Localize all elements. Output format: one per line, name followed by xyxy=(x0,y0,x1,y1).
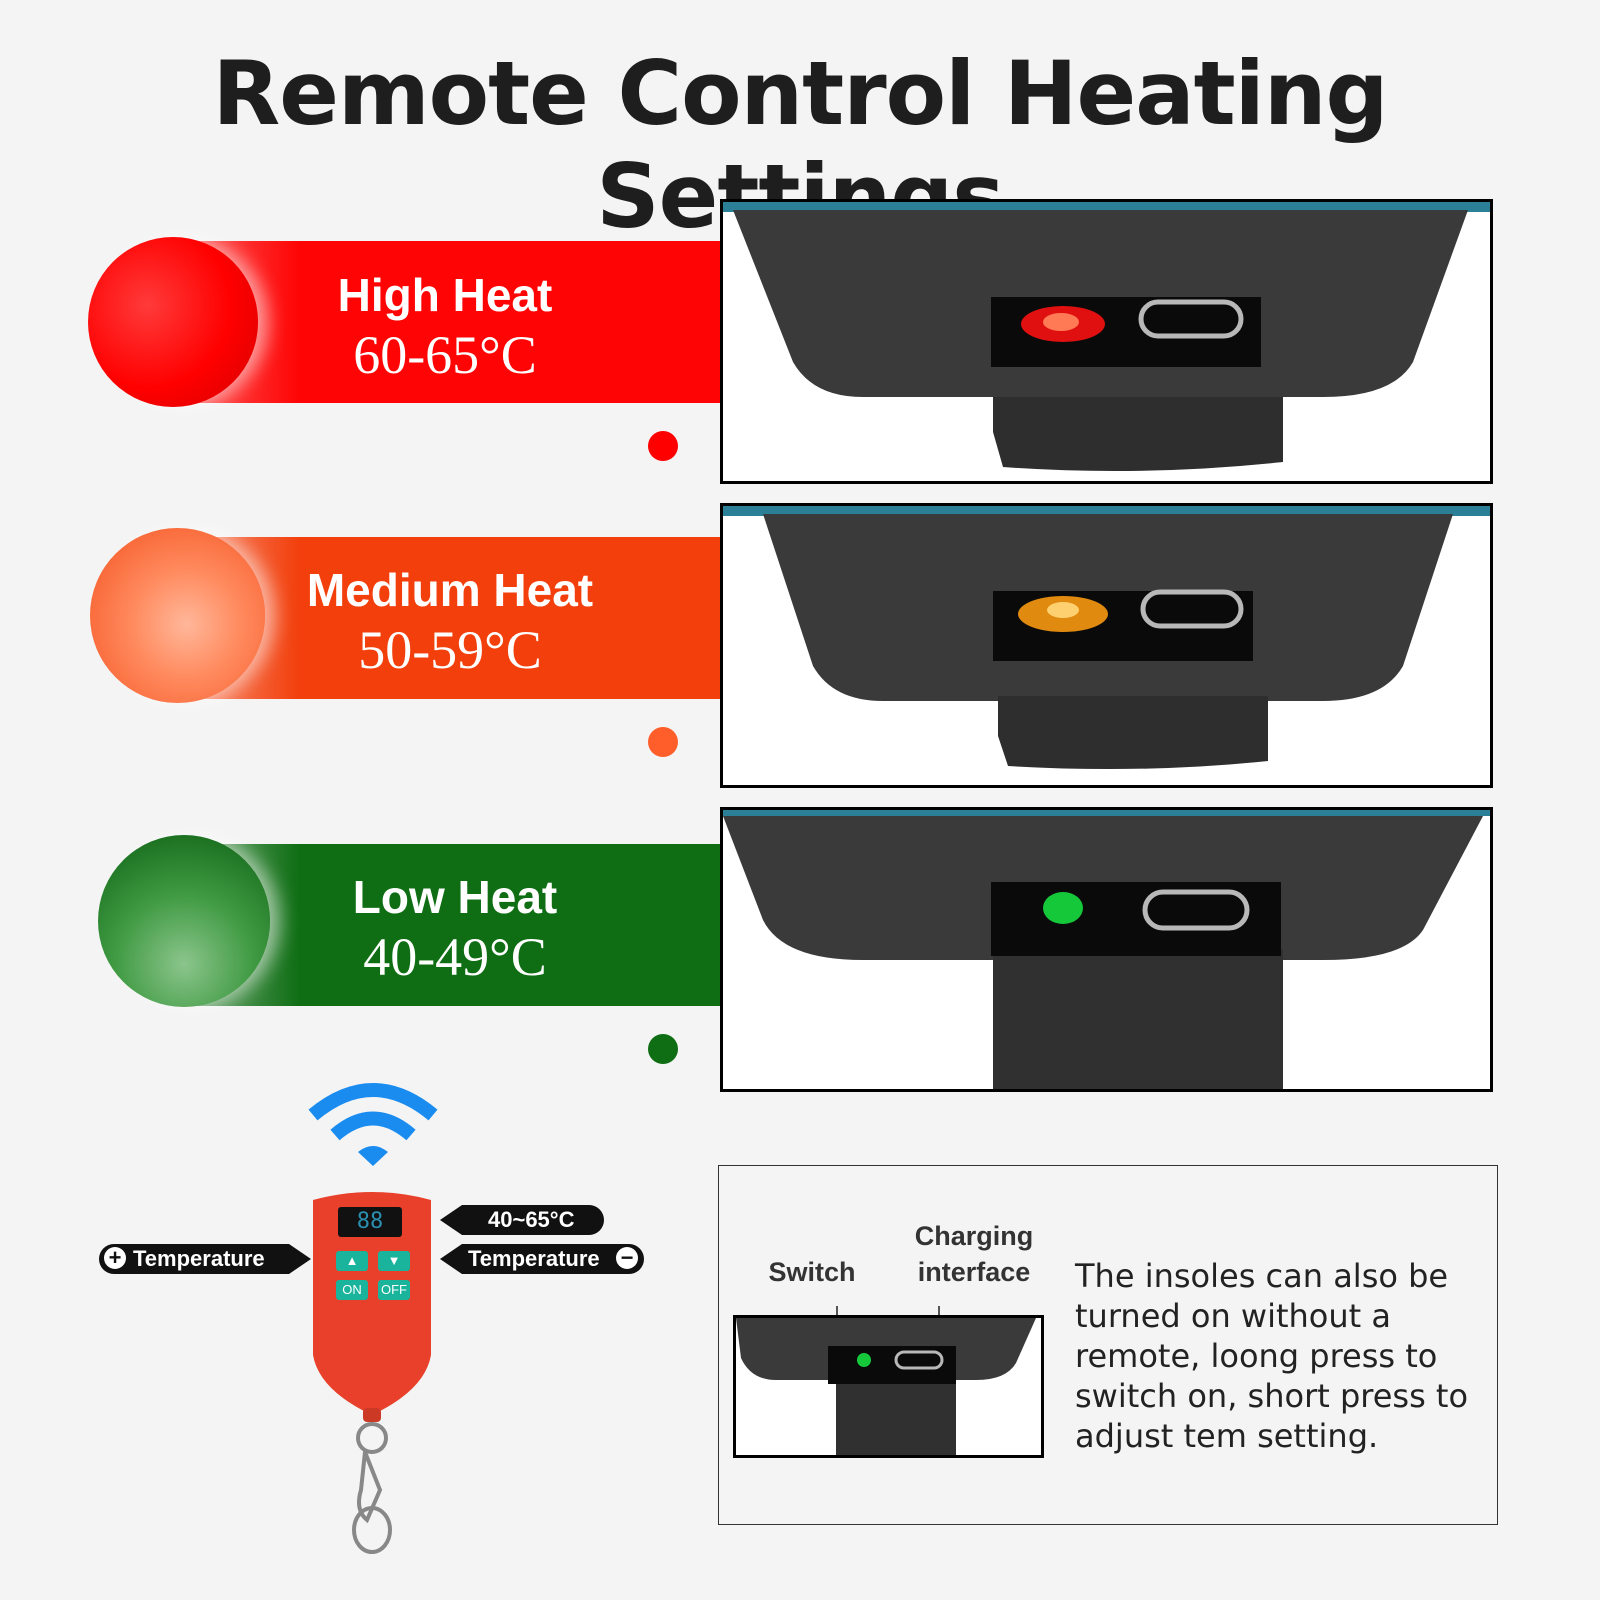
charging-pointer xyxy=(938,1306,940,1316)
low-heat-name: Low Heat xyxy=(352,871,558,923)
info-description: The insoles can also be turned on withou… xyxy=(1075,1257,1469,1455)
low-heat-label: Low Heat 40-49°C xyxy=(245,870,665,988)
high-heat-name: High Heat xyxy=(337,269,553,321)
low-heat-bar xyxy=(180,844,725,1006)
keyring-icon xyxy=(352,1422,392,1554)
high-heat-circle xyxy=(88,237,258,407)
switch-label: Switch xyxy=(768,1257,856,1287)
medium-heat-circle xyxy=(90,528,265,703)
high-heat-bar xyxy=(180,241,725,403)
remote-off-button[interactable]: OFF xyxy=(378,1280,410,1300)
low-heat-photo xyxy=(720,807,1493,1092)
low-heat-range: 40-49°C xyxy=(363,927,547,987)
temperature-range-label: 40~65°C xyxy=(488,1207,575,1232)
plus-icon: + xyxy=(104,1247,126,1269)
temperature-range-tag: 40~65°C xyxy=(440,1205,604,1235)
temperature-up-label: Temperature xyxy=(133,1246,265,1271)
remote-down-button[interactable]: ▼ xyxy=(378,1251,410,1271)
low-heat-dot xyxy=(648,1034,678,1064)
temperature-down-label: Temperature xyxy=(468,1246,600,1271)
medium-heat-range: 50-59°C xyxy=(358,620,542,680)
remote-control xyxy=(313,1192,431,1554)
medium-heat-label: Medium Heat 50-59°C xyxy=(240,563,660,681)
temperature-up-tag: + Temperature xyxy=(99,1244,311,1274)
temperature-down-tag: Temperature − xyxy=(440,1244,644,1274)
medium-heat-bar xyxy=(180,537,725,699)
remote-up-button[interactable]: ▲ xyxy=(336,1251,368,1271)
wifi-icon xyxy=(308,1080,438,1174)
minus-icon: − xyxy=(616,1247,638,1269)
high-heat-dot xyxy=(648,431,678,461)
high-heat-range: 60-65°C xyxy=(353,325,537,385)
low-heat-circle xyxy=(98,835,270,1007)
medium-heat-dot xyxy=(648,727,678,757)
page-title: Remote Control Heating Settings xyxy=(212,42,1389,248)
remote-display: 88 xyxy=(338,1207,402,1237)
insole-switch-photo xyxy=(733,1315,1044,1458)
medium-heat-name: Medium Heat xyxy=(306,564,594,616)
high-heat-label: High Heat 60-65°C xyxy=(235,268,655,386)
manual-switch-info: Charging interface Switch The insoles ca… xyxy=(718,1165,1498,1525)
medium-heat-photo xyxy=(720,503,1493,788)
switch-pointer xyxy=(836,1306,838,1316)
charging-interface-label: Charging interface xyxy=(914,1221,1034,1287)
remote-on-button[interactable]: ON xyxy=(336,1280,368,1300)
high-heat-photo xyxy=(720,199,1493,484)
